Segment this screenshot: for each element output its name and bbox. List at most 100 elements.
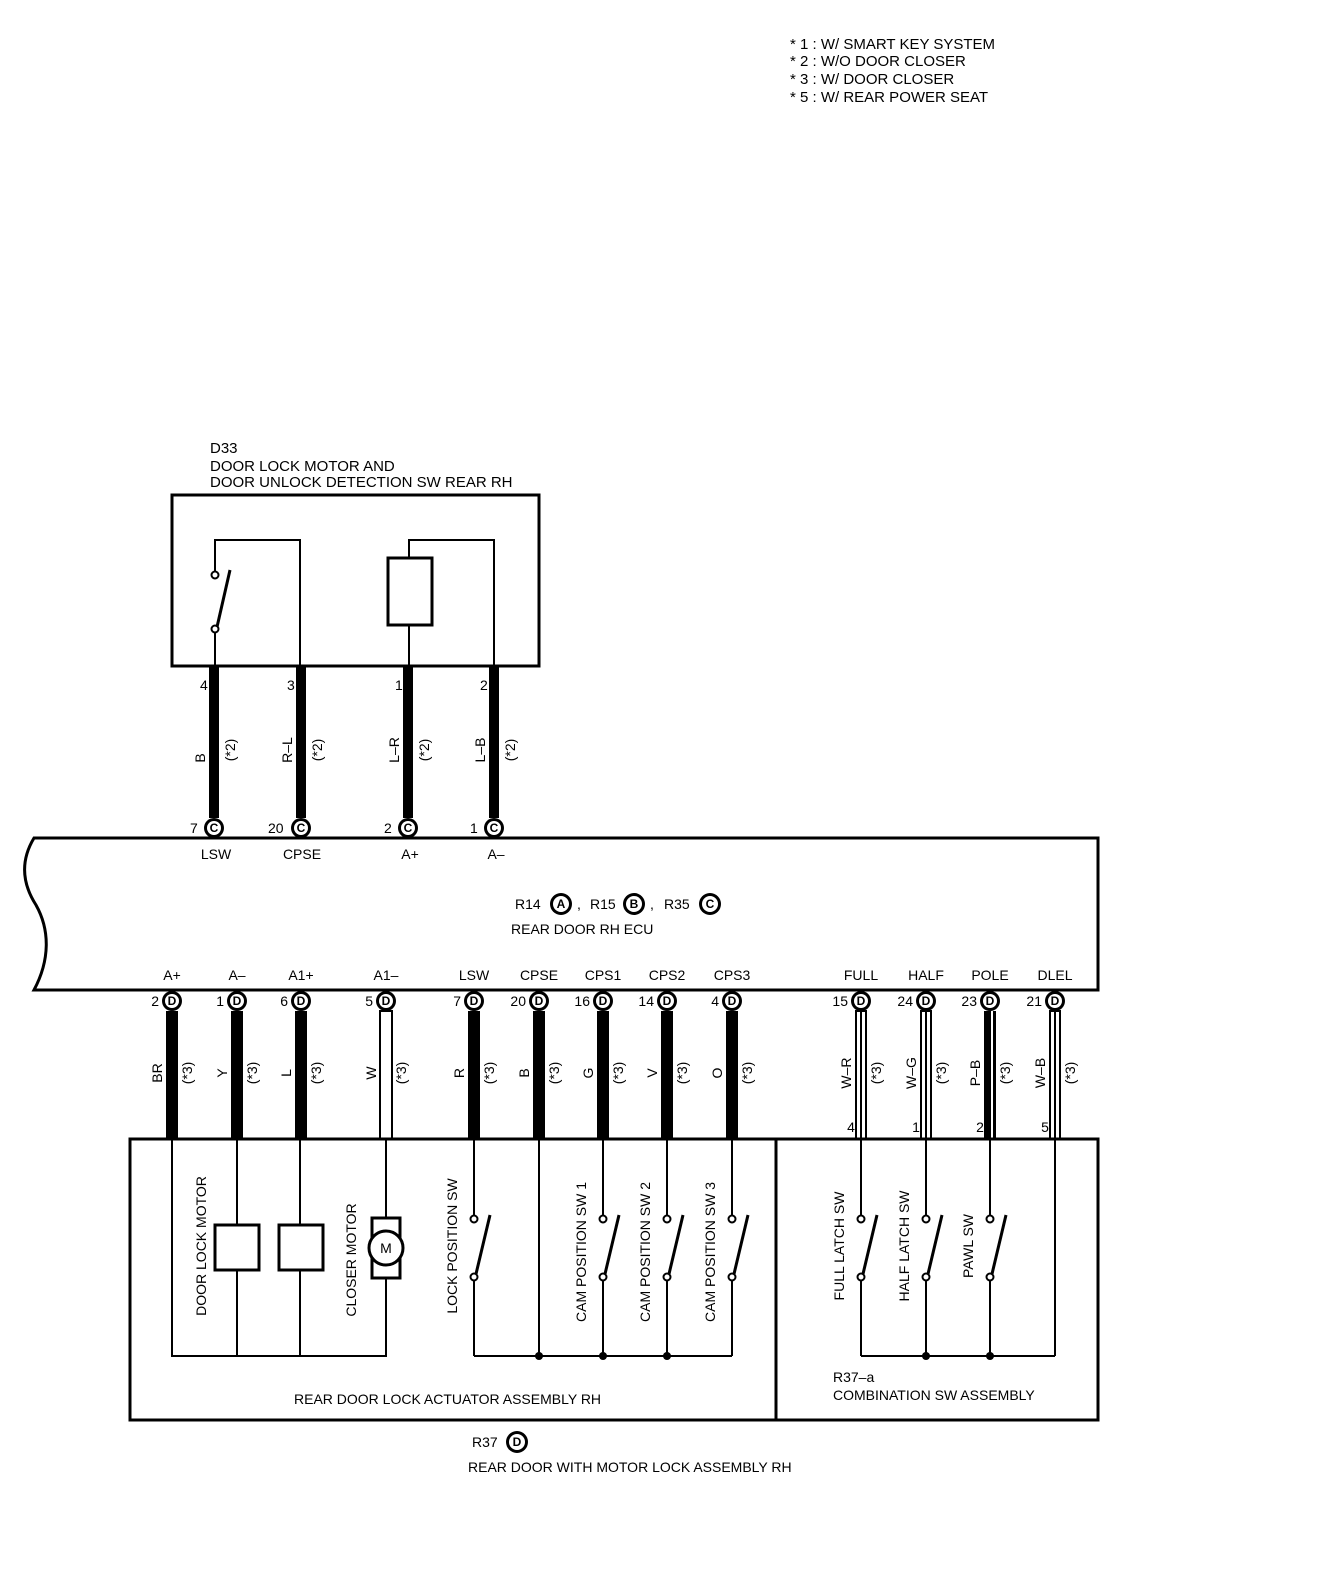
wire-color-9: W–R [838,1057,854,1088]
assembly-reference: R37 D REAR DOOR WITH MOTOR LOCK ASSEMBLY… [468,1431,792,1475]
conn-d-letter-4: D [470,994,479,1008]
combination-sw-assembly: FULL LATCH SW HALF LATCH SW PAWL SW R37–… [774,1137,1100,1422]
ecu-pin-c-1: 1 [470,820,478,836]
ecu-pin-d-9: 15 [832,993,848,1009]
wire-color-2: L [278,1069,294,1077]
d33-box [170,493,541,668]
ecu-signal-11: POLE [971,967,1008,983]
conn-d-letter-6: D [599,994,608,1008]
label-full-latch-sw: FULL LATCH SW [831,1191,847,1301]
ecu-pin-d-3: 5 [365,993,373,1009]
conn-d-letter-11: D [986,994,995,1008]
wire-color-6: G [580,1068,596,1079]
half-latch-sw: HALF LATCH SW [896,1139,944,1356]
conn-d-letter-12: D [1051,994,1060,1008]
wire-3 [379,1010,393,1140]
wire-11 [984,1011,996,1139]
d33-lock-motor-coil [386,539,495,666]
combo-pin-11: 2 [976,1119,984,1135]
d33-wire-color-1: B [192,753,208,762]
lock-position-sw: LOCK POSITION SW [444,1139,492,1356]
ecu-ref-2: R15 [590,896,616,912]
conn-c-1: C [210,821,219,835]
ecu-pin-d-1: 1 [216,993,224,1009]
d33-wire-color-3: L–R [386,737,402,763]
label-cam-position-sw-2: CAM POSITION SW 2 [637,1182,653,1322]
d33-unlock-detection-switch [210,539,301,666]
conn-d-letter-10: D [922,994,931,1008]
assembly-ref: R37 [472,1434,498,1450]
ecu-ref-3: R35 [664,896,690,912]
d33-pin-2: 3 [287,677,295,693]
note-3: * 3 : W/ DOOR CLOSER [790,71,954,88]
wire-color-11: P–B [967,1060,983,1086]
ecu-pin-d-7: 14 [638,993,654,1009]
ecu-bottom-wires: A+D2BR(*3)A–D1Y(*3)A1+D6L(*3)A1–D5W(*3)L… [149,967,1078,1140]
ecu-sep-2: , [650,896,654,912]
ecu-sep-1: , [577,896,581,912]
assembly-conn: D [513,1435,522,1449]
ecu-signal-7: CPS2 [649,967,686,983]
label-cam-position-sw-3: CAM POSITION SW 3 [702,1182,718,1322]
ecu-pin-d-11: 23 [961,993,977,1009]
wire-8 [726,1011,738,1139]
d33-pin-4: 2 [480,677,488,693]
wire-color-8: O [709,1067,725,1078]
label-pawl-sw: PAWL SW [960,1213,976,1278]
wire-color-4: R [451,1068,467,1078]
d33-wires: B (*2) R–L (*2) L–R (*2) L–B (*2) [192,666,518,818]
cam-position-sw-3: CAM POSITION SW 3 [702,1139,750,1356]
ecu-signal-lsw-top: LSW [201,846,232,862]
ecu-name: REAR DOOR RH ECU [511,921,653,937]
d33-title-line2: DOOR UNLOCK DETECTION SW REAR RH [210,474,513,491]
ecu-pin-d-2: 6 [280,993,288,1009]
wire-color-0: BR [149,1063,165,1082]
conn-d-letter-5: D [535,994,544,1008]
d33-component: D33 DOOR LOCK MOTOR AND DOOR UNLOCK DETE… [170,440,541,693]
wire-color-12: W–B [1032,1058,1048,1088]
wire-color-10: W–G [903,1057,919,1089]
ecu-signal-cpse-top: CPSE [283,846,321,862]
label-closer-motor: CLOSER MOTOR [343,1203,359,1316]
ecu-conn-a: A [557,897,566,911]
wire-7 [661,1011,673,1139]
wire-note-1: (*3) [244,1062,260,1085]
combo-pin-12: 5 [1041,1119,1049,1135]
d33-wire-note-4: (*2) [502,739,518,762]
d33-pin-3: 1 [395,677,403,693]
ecu-signal-4: LSW [459,967,490,983]
wire-note-0: (*3) [179,1062,195,1085]
wire-6 [597,1011,609,1139]
ecu-pin-d-6: 16 [574,993,590,1009]
closer-motor-symbol: M [380,1240,392,1256]
combo-name: COMBINATION SW ASSEMBLY [833,1387,1035,1403]
ecu-signal-aminus-top: A– [487,846,504,862]
label-half-latch-sw: HALF LATCH SW [896,1190,912,1302]
wire-note-12: (*3) [1062,1062,1078,1085]
conn-d-letter-3: D [382,994,391,1008]
ecu-signal-aplus-top: A+ [401,846,419,862]
wire-note-4: (*3) [481,1062,497,1085]
d33-wire-color-2: R–L [279,737,295,763]
pawl-sw: PAWL SW [960,1139,1008,1356]
ecu-signal-3: A1– [374,967,399,983]
wire-color-5: B [516,1068,532,1077]
d33-title-line1: DOOR LOCK MOTOR AND [210,458,395,475]
wire-note-2: (*3) [308,1062,324,1085]
wire-note-11: (*3) [997,1062,1013,1085]
ecu-pin-d-4: 7 [453,993,461,1009]
conn-c-3: C [404,821,413,835]
ecu-ref-1: R14 [515,896,541,912]
d33-wire-color-4: L–B [472,738,488,763]
door-lock-motor: DOOR LOCK MOTOR [171,1139,325,1357]
d33-id: D33 [210,440,238,457]
wire-4 [468,1011,480,1139]
ecu-signal-8: CPS3 [714,967,751,983]
position-switches: LOCK POSITION SW CAM POSITION SW 1 CAM P… [444,1139,750,1360]
ecu-pin-d-10: 24 [897,993,913,1009]
full-latch-sw: FULL LATCH SW [831,1139,879,1356]
ecu-signal-10: HALF [908,967,944,983]
ecu-body: R14 A , R15 B , R35 C REAR DOOR RH ECU [23,836,1100,992]
cam-position-sw-1: CAM POSITION SW 1 [573,1139,621,1356]
combo-id: R37–a [833,1369,874,1385]
